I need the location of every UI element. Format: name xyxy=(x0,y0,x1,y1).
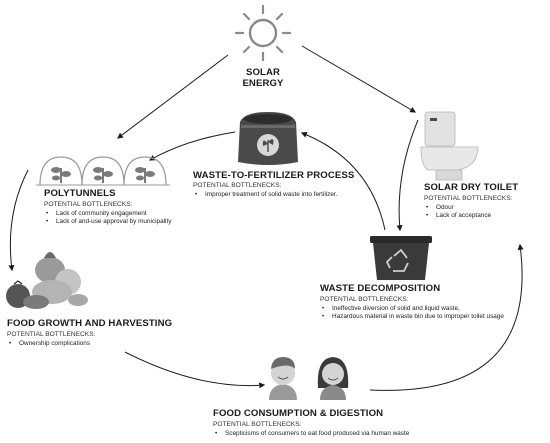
vegetables-icon xyxy=(6,252,88,309)
consumption-title: FOOD CONSUMPTION & DIGESTION xyxy=(213,408,384,419)
list-item: Hazardous material in waste bin due to i… xyxy=(320,313,504,321)
polytunnels-subtitle: POTENTIAL BOTTLENECKS: xyxy=(44,201,133,208)
growth-bottlenecks: Ownership complications xyxy=(7,340,90,348)
arrow-sun-to-polytunnels xyxy=(117,54,229,139)
sun-icon xyxy=(234,4,292,62)
fertilizer-bag-icon xyxy=(238,112,298,165)
polytunnels-bottlenecks: Lack of community engagement Lack of and… xyxy=(44,210,171,227)
growth-title: FOOD GROWTH AND HARVESTING xyxy=(7,318,173,329)
recycle-bin-icon xyxy=(370,236,432,280)
list-item: Improper treatment of solid waste into f… xyxy=(193,191,337,199)
toilet-title: SOLAR DRY TOILET xyxy=(424,182,519,193)
toilet-bottlenecks: Odour Lack of acceptance xyxy=(424,204,491,221)
list-item: Lack of community engagement xyxy=(44,210,171,218)
arrow-polytunnels-to-growth xyxy=(8,169,29,272)
arrow-growth-to-consumption xyxy=(124,351,266,389)
decomposition-bottlenecks: Ineffective diversion of solid and liqui… xyxy=(320,305,504,322)
arrow-fertilizer-to-polytunnels xyxy=(148,131,236,161)
polytunnel-icon xyxy=(36,156,170,186)
consumption-subtitle: POTENTIAL BOTTLENECKS: xyxy=(213,421,302,428)
solar-energy-line1: SOLAR xyxy=(245,67,281,78)
solar-energy-label: SOLAR ENERGY xyxy=(223,67,303,89)
list-item: Ownership complications xyxy=(7,340,90,348)
arrow-consumption-to-toilet xyxy=(369,243,524,391)
growth-subtitle: POTENTIAL BOTTLENECKS: xyxy=(7,331,96,338)
arrow-decomposition-to-fertilizer xyxy=(300,131,386,231)
consumption-bottlenecks: Scepticisms of consumers to eat food pro… xyxy=(213,430,409,438)
decomposition-title: WASTE DECOMPOSITION xyxy=(320,283,441,294)
toilet-subtitle: POTENTIAL BOTTLENECKS: xyxy=(424,195,513,202)
fertilizer-bottlenecks: Improper treatment of solid waste into f… xyxy=(193,191,337,199)
polytunnels-title: POLYTUNNELS xyxy=(44,188,116,199)
fertilizer-subtitle: POTENTIAL BOTTLENECKS: xyxy=(193,182,282,189)
list-item: Ineffective diversion of solid and liqui… xyxy=(320,305,504,313)
solar-energy-line2: ENERGY xyxy=(242,78,284,89)
people-icon xyxy=(269,357,349,400)
decomposition-subtitle: POTENTIAL BOTTLENECKS: xyxy=(320,296,409,303)
fertilizer-title: WASTE-TO-FERTILIZER PROCESS xyxy=(193,170,355,181)
list-item: Odour xyxy=(424,204,491,212)
arrow-toilet-to-bin xyxy=(396,119,419,232)
list-item: Lack of acceptance xyxy=(424,212,491,220)
list-item: Lack of and-use approval by municipality xyxy=(44,218,171,226)
list-item: Scepticisms of consumers to eat food pro… xyxy=(213,430,409,438)
toilet-icon xyxy=(420,111,479,181)
arrow-sun-to-toilet xyxy=(301,45,417,113)
